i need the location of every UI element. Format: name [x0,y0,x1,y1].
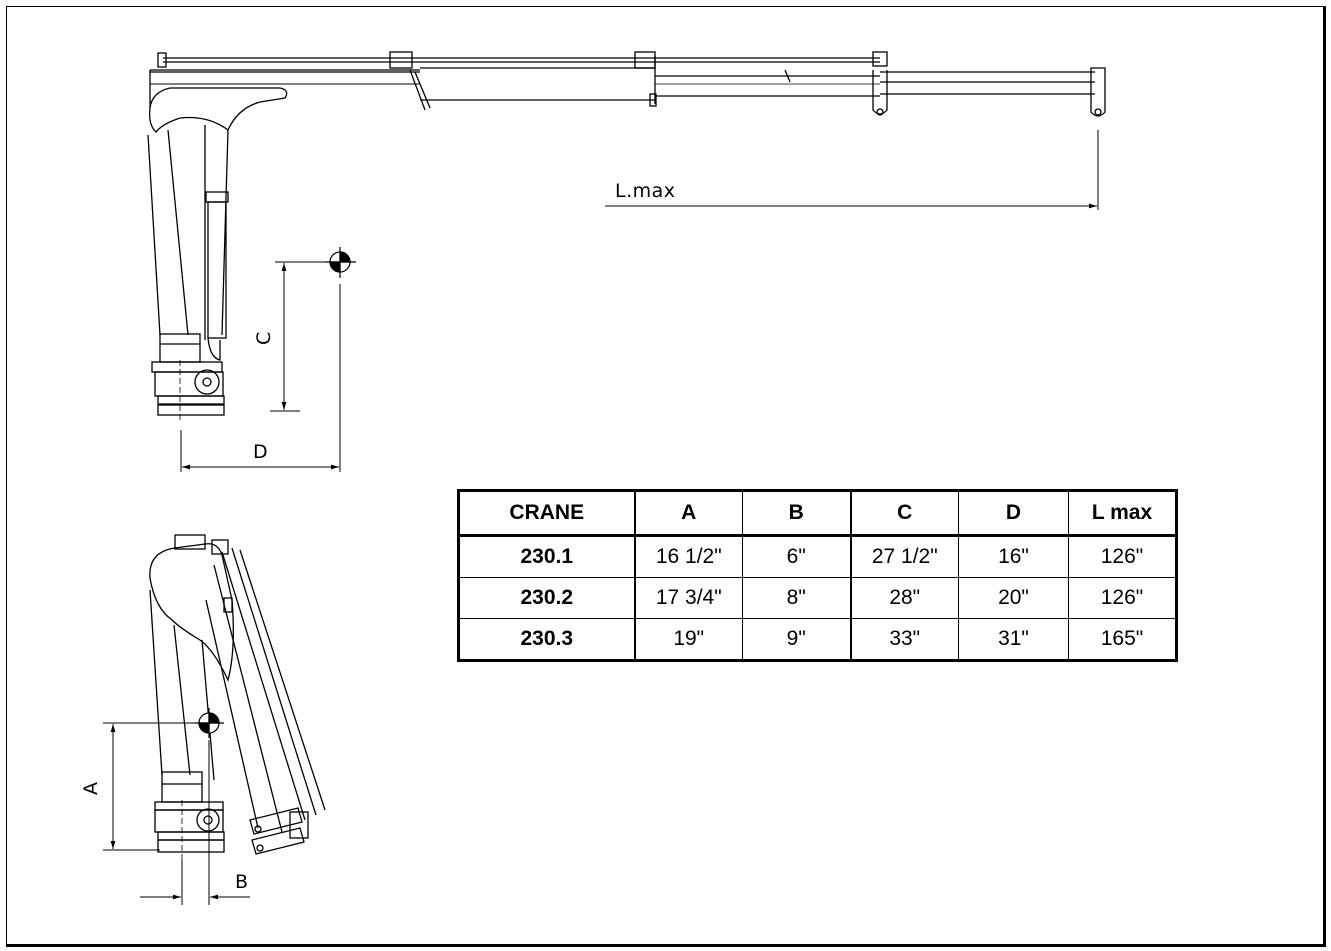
center-of-gravity-icon [195,708,224,738]
table-cell: 27 1/2" [849,534,959,578]
crane-extended [147,51,1106,420]
table-cell: 17 3/4" [634,577,743,619]
dimension-lines-bottom [103,722,250,905]
table-cell: 9" [742,618,851,661]
table-cell: 230.1 [458,534,636,578]
table-row: 230.3 19" 9" 33" 31" 165" [458,618,1177,661]
crane-dimensions-table: CRANE A B C D L max 230.1 16 1/2" 6" 27 … [457,489,1178,662]
table-cell: 126" [1068,577,1177,619]
column-header: L max [1068,490,1177,536]
table-cell: 20" [958,577,1069,619]
table-cell: 165" [1068,618,1177,661]
dimension-lines-top [180,130,1099,472]
dimension-label-b: B [235,871,248,893]
frame-left [6,6,7,946]
column-header: CRANE [458,490,636,536]
column-header: D [958,490,1069,536]
table-cell: 16" [958,534,1069,578]
column-header: C [849,490,959,536]
column-header: A [634,490,743,536]
table-cell: 31" [958,618,1069,661]
table-cell: 33" [849,618,959,661]
column-header: B [742,490,851,536]
table-cell: 19" [634,618,743,661]
frame-right [1323,6,1326,946]
table-header-row: CRANE A B C D L max [458,490,1177,536]
frame-top [6,6,1326,7]
dimension-label-a: A [80,782,102,795]
table-cell: 8" [742,577,851,619]
table-row: 230.1 16 1/2" 6" 27 1/2" 16" 126" [458,534,1177,578]
table-cell: 28" [849,577,959,619]
frame-bottom [6,944,1326,947]
table-row: 230.2 17 3/4" 8" 28" 20" 126" [458,577,1177,619]
table-cell: 126" [1068,534,1177,578]
crane-folded [149,534,326,860]
table-cell: 230.3 [458,618,636,661]
table-cell: 16 1/2" [634,534,743,578]
table-cell: 6" [742,534,851,578]
dimension-label-lmax: L.max [615,180,676,202]
center-of-gravity-icon [325,247,356,278]
dimension-label-d: D [253,441,268,463]
dimension-label-c: C [253,332,275,345]
table-cell: 230.2 [458,577,636,619]
